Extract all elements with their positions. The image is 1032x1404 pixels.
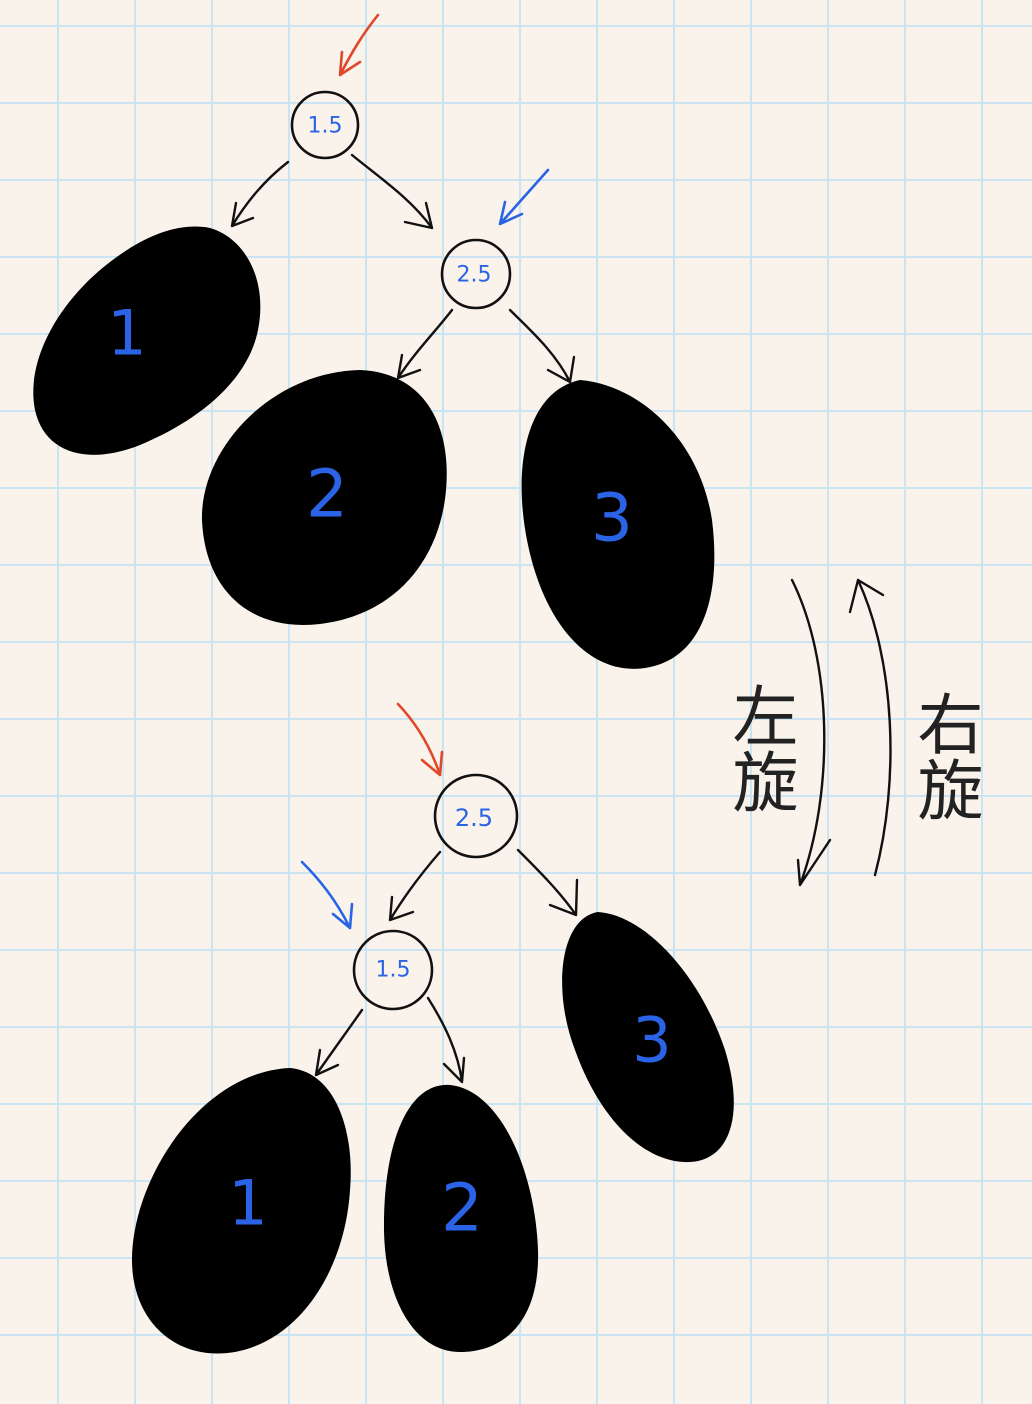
bottom-edge-child-right	[426, 996, 466, 1084]
rotation-arrows: 左旋 右旋	[722, 578, 984, 887]
bottom-red-pointer-arrow	[396, 702, 444, 777]
bottom-subtree-2-blob	[383, 1084, 539, 1352]
top-subtree-2-blob	[201, 370, 447, 625]
bottom-subtree-3: 3	[562, 912, 734, 1163]
top-subtree-1-blob	[33, 226, 261, 455]
bottom-edge-root-right	[516, 848, 579, 917]
top-subtree-3-label: 3	[591, 480, 633, 557]
bottom-subtree-1-label: 1	[228, 1167, 267, 1240]
bottom-subtree-2-label: 2	[441, 1170, 483, 1247]
top-child-circle	[440, 238, 512, 310]
top-subtree-1-label: 1	[107, 297, 146, 370]
top-subtree-3-blob	[521, 380, 715, 669]
top-subtree-2-label: 2	[306, 456, 348, 533]
bottom-child-node: 1.5	[352, 929, 434, 1011]
bottom-edges	[314, 848, 579, 1084]
top-subtree-1: 1	[33, 226, 261, 455]
top-edge-child-right	[508, 308, 576, 384]
top-edge-child-left	[396, 308, 454, 380]
top-subtree-2: 2	[201, 370, 447, 625]
top-subtree-3: 3	[521, 380, 715, 669]
top-red-pointer-arrow	[338, 13, 380, 77]
top-child-node: 2.5	[440, 238, 512, 310]
bottom-root-circle	[433, 773, 519, 859]
top-edge-root-left	[230, 160, 290, 228]
bottom-edge-child-left	[314, 1008, 364, 1077]
bottom-root-label: 2.5	[455, 804, 493, 832]
bottom-subtree-3-label: 3	[632, 1004, 671, 1077]
bottom-child-circle	[352, 929, 434, 1011]
bottom-edge-root-left	[388, 850, 442, 922]
right-rotate-label: 右旋	[907, 690, 984, 822]
left-rotate-label: 左旋	[722, 682, 799, 814]
bottom-child-label: 1.5	[376, 958, 411, 983]
top-root-label: 1.5	[308, 114, 343, 139]
top-edges	[230, 153, 576, 384]
bottom-subtree-1-blob	[132, 1068, 351, 1354]
top-edge-root-right	[350, 153, 434, 230]
bottom-subtree-3-blob	[562, 912, 734, 1163]
bottom-root-node: 2.5	[433, 773, 519, 859]
left-rotate-arrow	[790, 578, 832, 887]
bottom-blue-pointer-arrow	[300, 860, 354, 930]
top-root-circle	[290, 90, 360, 160]
top-child-label: 2.5	[457, 263, 492, 288]
top-root-node: 1.5	[290, 90, 360, 160]
right-rotate-arrow	[848, 578, 892, 877]
bottom-subtree-2: 2	[383, 1084, 539, 1352]
bottom-subtree-1: 1	[132, 1068, 351, 1354]
top-blue-pointer-arrow	[498, 168, 550, 226]
